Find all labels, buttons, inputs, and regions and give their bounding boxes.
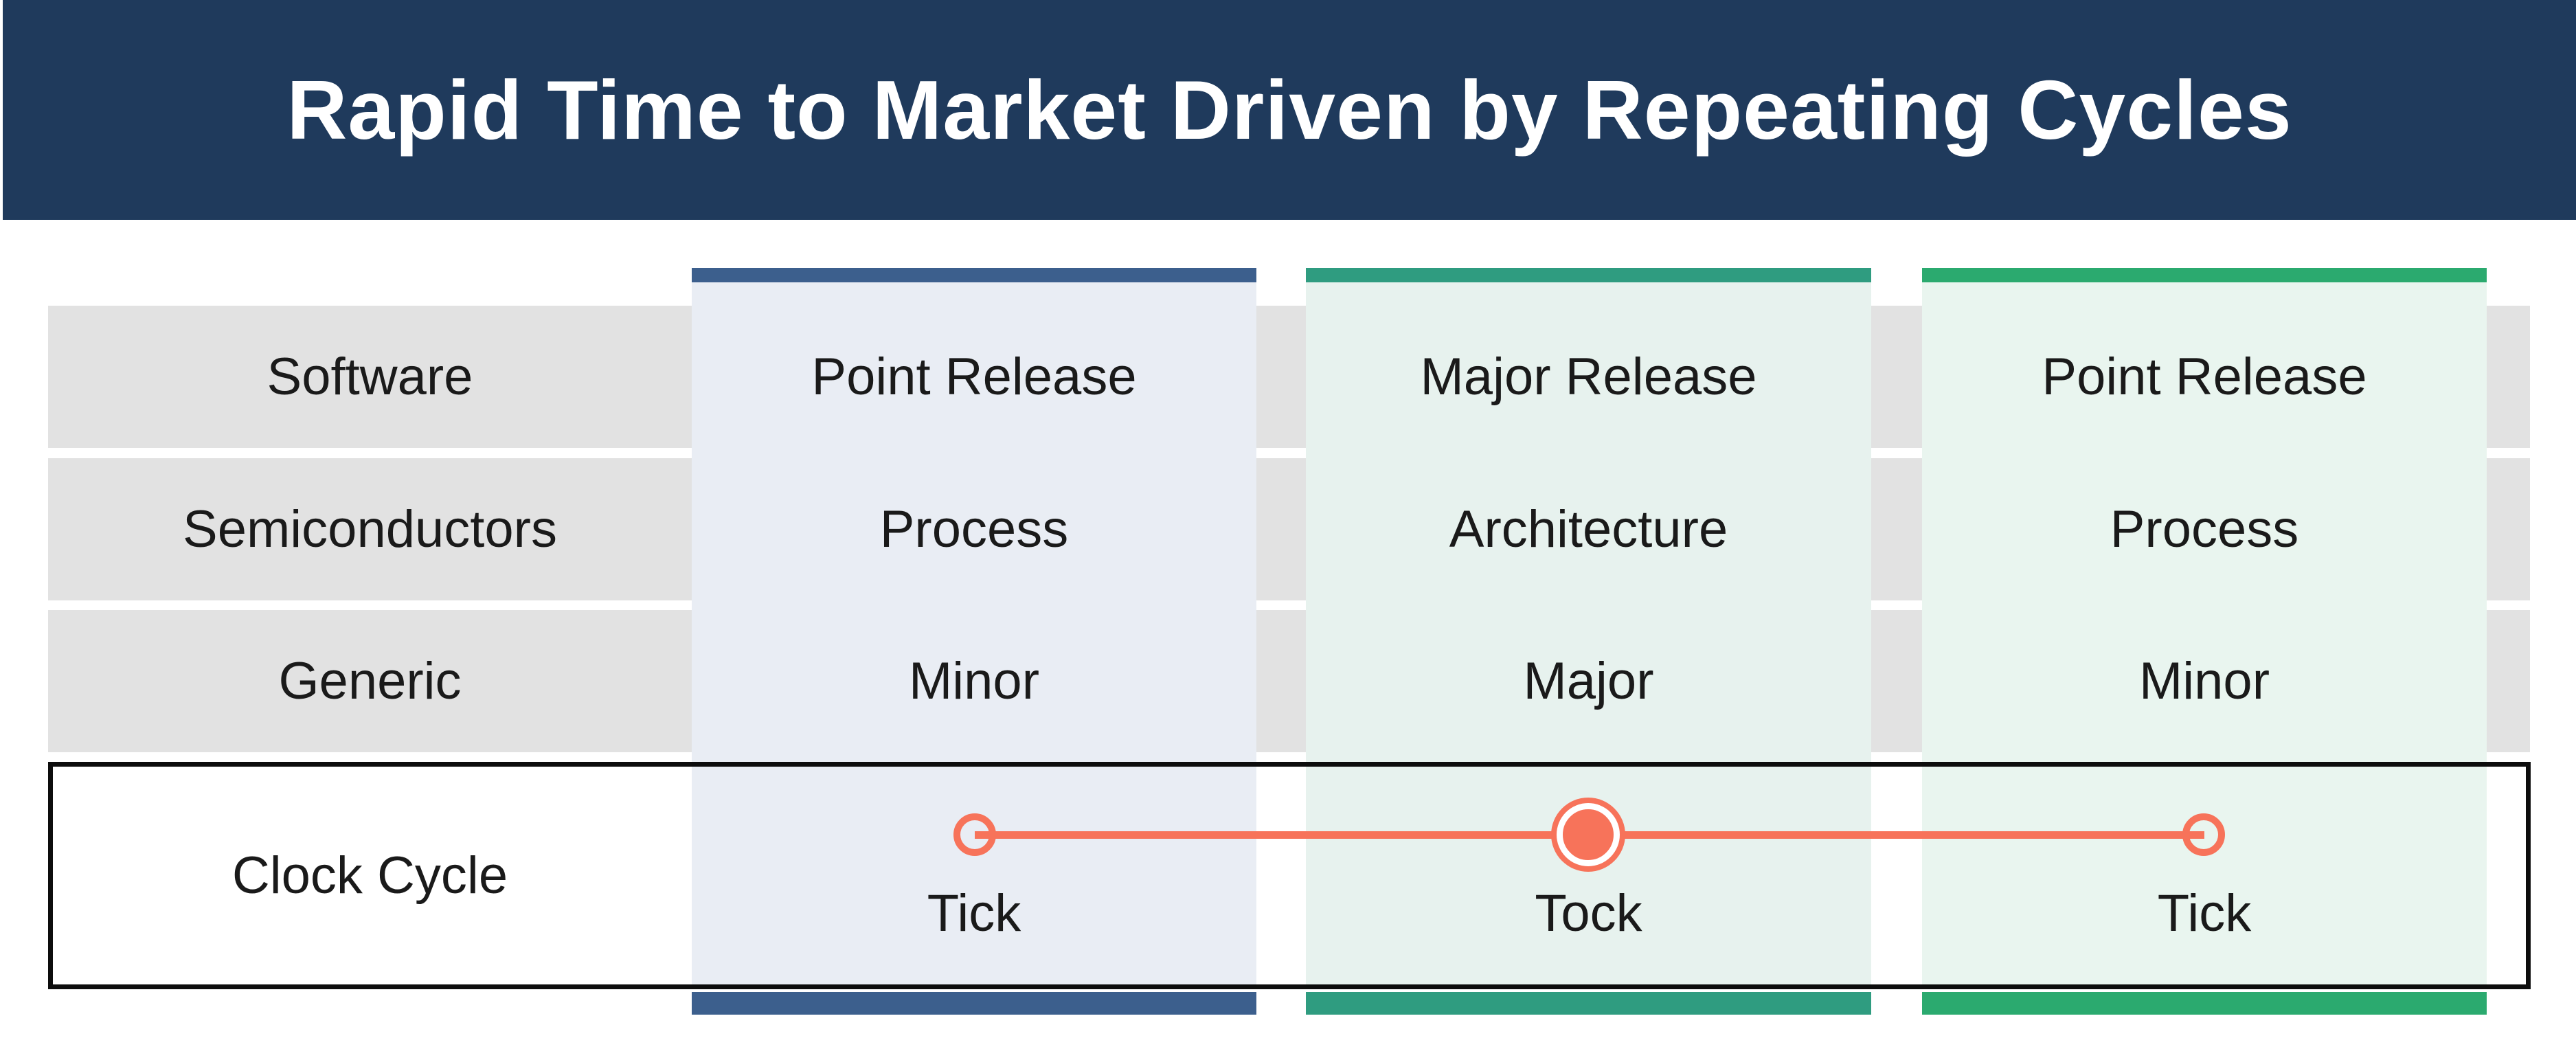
column-panel-tock [1306, 282, 1871, 984]
column-top-bar-blue [692, 268, 1256, 282]
cell-software-col1: Point Release [811, 347, 1137, 406]
row-header-clock-cycle: Clock Cycle [231, 846, 508, 905]
column-bottom-bar-green [1922, 992, 2487, 1015]
cell-generic-col3: Minor [2138, 651, 2270, 710]
tock-marker-icon [1557, 803, 1620, 866]
column-top-bar-teal [1306, 268, 1871, 282]
cell-software-col2: Major Release [1420, 347, 1757, 406]
phase-label-tick-1: Tick [927, 884, 1021, 943]
phase-label-tock: Tock [1535, 884, 1642, 943]
row-header-software: Software [267, 347, 473, 406]
slide-title: Rapid Time to Market Driven by Repeating… [286, 63, 2292, 157]
cell-generic-col2: Major [1523, 651, 1654, 710]
cell-semiconductors-col1: Process [879, 499, 1069, 559]
column-bottom-bar-teal [1306, 992, 1871, 1015]
column-bottom-bar-blue [692, 992, 1256, 1015]
row-header-semiconductors: Semiconductors [183, 499, 557, 559]
row-header-generic: Generic [278, 651, 462, 710]
column-top-bar-green [1922, 268, 2487, 282]
tick-marker-icon [2182, 813, 2225, 856]
cell-software-col3: Point Release [2042, 347, 2367, 406]
title-banner: Rapid Time to Market Driven by Repeating… [3, 0, 2576, 220]
cell-semiconductors-col2: Architecture [1449, 499, 1728, 559]
column-panel-tick-1 [692, 282, 1256, 984]
cell-generic-col1: Minor [908, 651, 1040, 710]
cell-semiconductors-col3: Process [2110, 499, 2299, 559]
phase-label-tick-2: Tick [2157, 884, 2252, 943]
tick-marker-icon [953, 813, 996, 856]
column-panel-tick-2 [1922, 282, 2487, 984]
